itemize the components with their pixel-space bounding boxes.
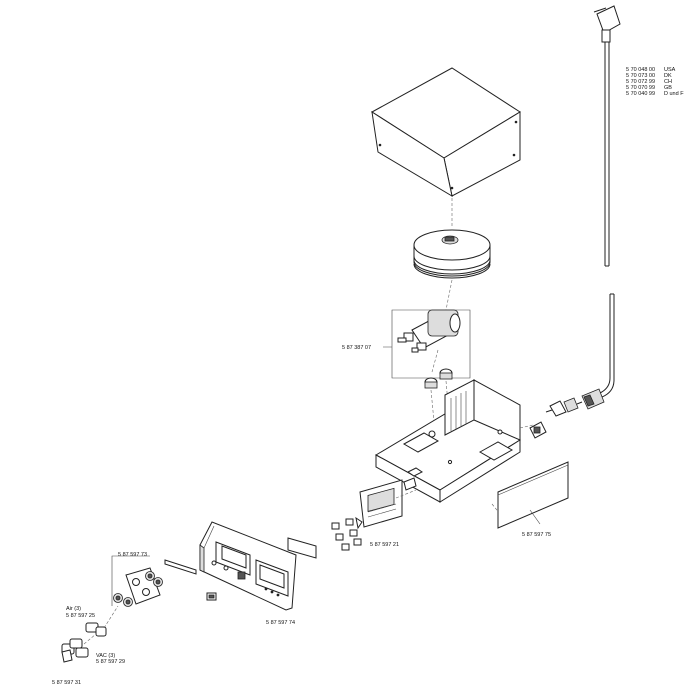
connector-pins [331,516,363,551]
transformer-callout: 5 87 387 07 [342,345,371,351]
cable-part-number: 5 70 040 99 [626,91,655,97]
bottom-part-callout: 5 87 597 31 [52,680,81,686]
pump-motor [383,309,471,379]
display-window [287,537,317,559]
cable-region: CH [664,79,672,85]
label-strip [164,559,197,575]
rear-board [359,477,417,528]
cable-part-number: 5 70 072 99 [626,79,655,85]
cable-region: DK [664,73,672,79]
jack-plate-callout: 5 87 597 73 [118,552,147,558]
small-switch [206,592,217,601]
vac-label: VAC (3) [96,653,115,659]
front-panel-callout: 5 87 597 74 [266,620,295,626]
jack-connectors [113,593,133,607]
jack-plate [111,555,163,606]
front-panel [199,521,297,611]
housing-cover [371,67,521,198]
side-panel [497,461,569,529]
cable-part-list: 5 70 048 00 USA 5 70 073 00 DK 5 70 072 … [626,67,684,97]
cable-region: USA [664,67,676,73]
toroidal-transformer [413,229,491,279]
air-label: Air (3) [66,606,81,612]
cable-part-number: 5 70 073 00 [626,73,655,79]
cable-region: GB [664,85,672,91]
cable-region: D und F [664,91,684,97]
vac-coupling [61,633,97,663]
air-part-callout: 5 87 597 25 [66,613,95,619]
air-coupling [85,605,119,637]
cable-part-number: 5 70 048 00 [626,67,655,73]
vac-part-callout: 5 87 597 29 [96,659,125,665]
power-cable [576,5,621,410]
side-panel-callout: 5 87 597 75 [522,532,551,538]
chassis-base [374,379,521,503]
rear-board-callout: 5 87 597 21 [370,542,399,548]
mains-socket [529,421,547,439]
cable-connector [545,397,579,417]
cable-part-number: 5 70 070 99 [626,85,655,91]
